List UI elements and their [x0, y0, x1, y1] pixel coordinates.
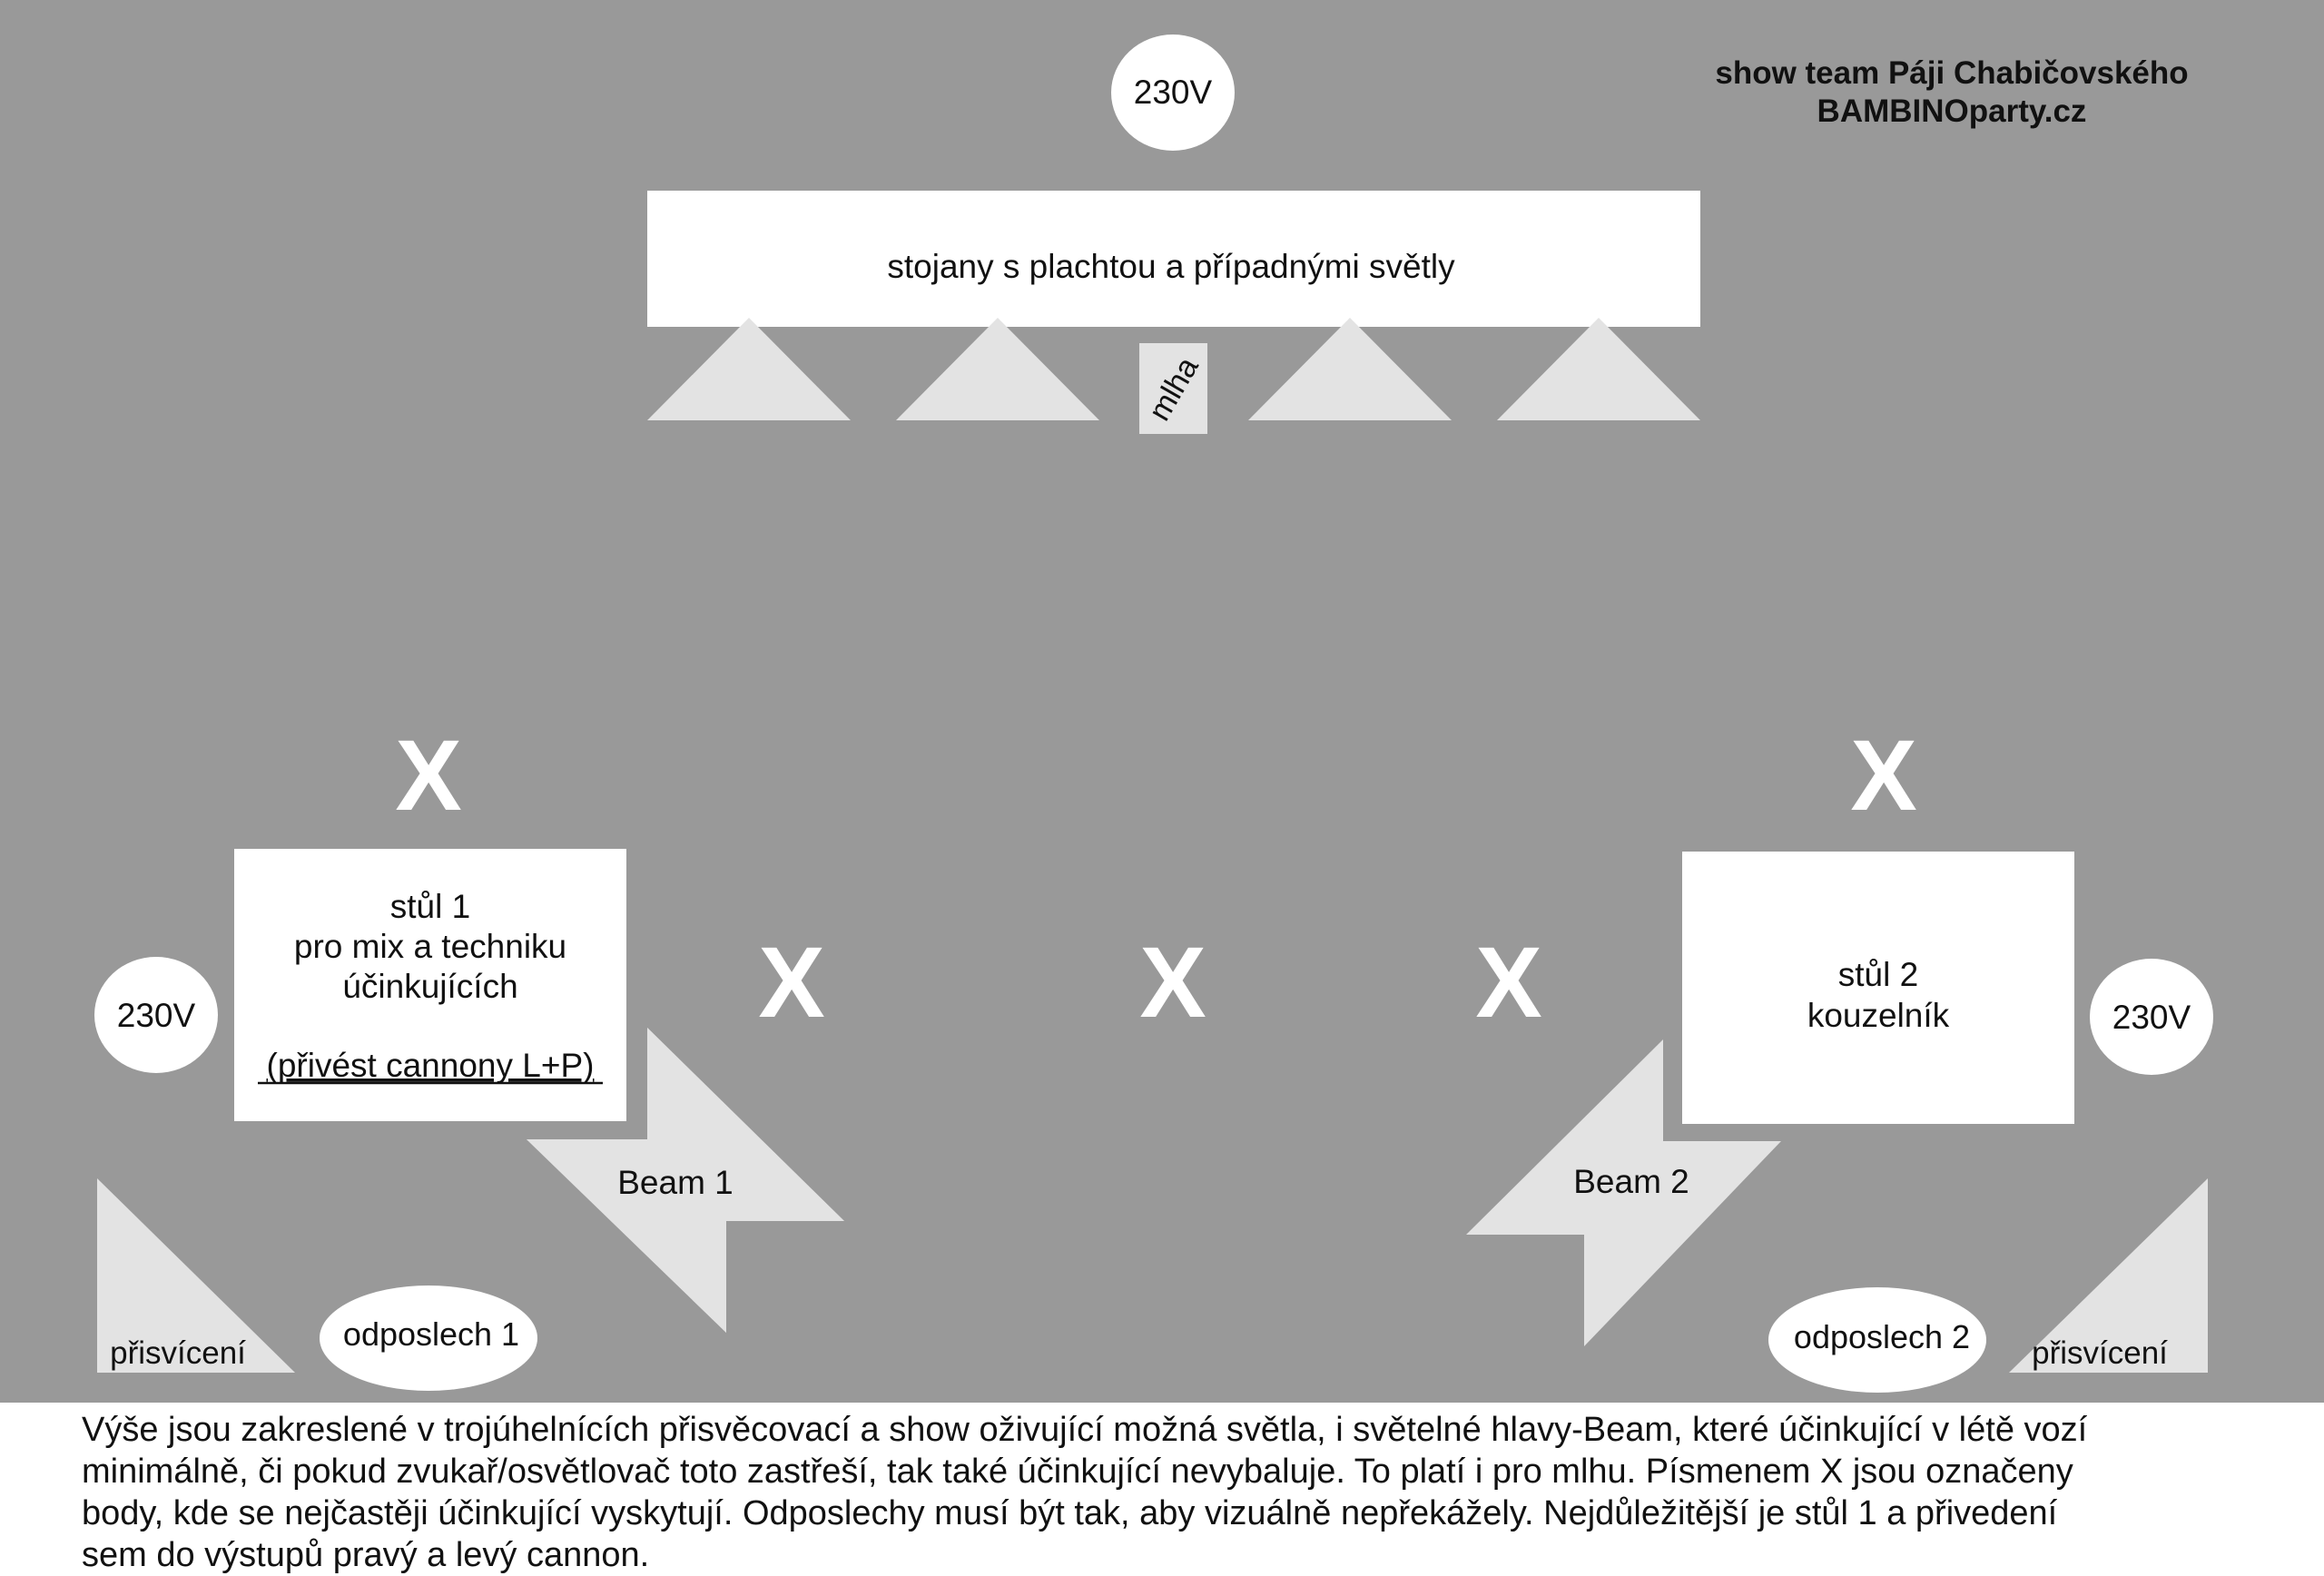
- table-1-box: [234, 849, 626, 1121]
- fill-light-right: přisvícení: [2009, 1178, 2208, 1373]
- table-2-line2: kouzelník: [1807, 997, 1950, 1034]
- fog-machine-box: [1139, 343, 1207, 434]
- monitor-1: odposlech 1: [320, 1285, 537, 1391]
- back-light-2: [896, 318, 1099, 420]
- monitor-2: odposlech 2: [1768, 1287, 1986, 1393]
- header-title-line1: show team Páji Chabičovského: [1715, 55, 2188, 91]
- power-outlet-top: 230V: [1111, 34, 1235, 151]
- table-1-line4: (přivést cannony L+P): [267, 1047, 595, 1084]
- power-outlet-right-label: 230V: [2112, 999, 2191, 1036]
- monitor-1-label: odposlech 1: [343, 1315, 519, 1353]
- x-mark-left-top: X: [395, 720, 461, 832]
- beam-1: Beam 1: [527, 1028, 844, 1333]
- table-2-box: [1682, 852, 2074, 1124]
- beam-2: Beam 2: [1466, 1039, 1781, 1346]
- power-outlet-left-shape: [94, 957, 218, 1073]
- x-mark-right-top: X: [1850, 720, 1916, 832]
- x-mark-center: X: [1139, 927, 1206, 1039]
- table-1-line2: pro mix a techniku: [294, 928, 566, 965]
- caption-line-4: sem do výstupů pravý a levý cannon.: [82, 1536, 650, 1574]
- back-light-4: [1497, 318, 1700, 420]
- table-2: stůl 2 kouzelník: [1682, 852, 2074, 1124]
- back-light-3: [1248, 318, 1452, 420]
- beam-1-label: Beam 1: [617, 1164, 734, 1201]
- power-outlet-top-shape: [1111, 34, 1235, 151]
- back-stands-label: stojany s plachtou a případnými světly: [887, 248, 1455, 285]
- fill-light-left-shape: [97, 1178, 295, 1373]
- power-outlet-top-label: 230V: [1134, 74, 1213, 111]
- power-outlet-right: 230V: [2090, 959, 2213, 1075]
- fill-light-left-label: přisvícení: [110, 1335, 246, 1371]
- fill-light-left: přisvícení: [97, 1178, 295, 1373]
- caption-line-3: body, kde se nejčastěji účinkující vysky…: [82, 1494, 2058, 1532]
- caption: Výše jsou zakreslené v trojúhelnících př…: [82, 1409, 2260, 1576]
- fog-machine: mlha: [1139, 343, 1207, 434]
- fill-light-right-shape: [2009, 1178, 2208, 1373]
- fill-light-right-label: přisvícení: [2032, 1335, 2168, 1371]
- x-mark-right-mid: X: [1475, 927, 1541, 1039]
- table-1: stůl 1 pro mix a techniku účinkujících (…: [234, 849, 626, 1121]
- back-light-1: [647, 318, 851, 420]
- back-stands-bar: [647, 191, 1700, 327]
- beam-1-fill: [527, 1028, 844, 1333]
- monitor-2-label: odposlech 2: [1794, 1318, 1970, 1355]
- table-2-line1: stůl 2: [1838, 956, 1918, 993]
- caption-line-2: minimálně, či pokud zvukař/osvětlovač to…: [82, 1453, 2073, 1491]
- table-1-line3: účinkujících: [342, 968, 517, 1005]
- beam-2-label: Beam 2: [1573, 1163, 1689, 1200]
- x-mark-left-mid: X: [758, 927, 824, 1039]
- back-stands: stojany s plachtou a případnými světly: [647, 191, 1700, 327]
- table-1-line1: stůl 1: [390, 888, 470, 925]
- beam-2-fill: [1466, 1039, 1781, 1346]
- caption-line-1: Výše jsou zakreslené v trojúhelnících př…: [82, 1411, 2088, 1449]
- monitor-2-shape: [1768, 1287, 1986, 1393]
- header-title-line2: BAMBINOparty.cz: [1817, 94, 2087, 129]
- power-outlet-left-label: 230V: [117, 997, 196, 1034]
- power-outlet-left: 230V: [94, 957, 218, 1073]
- monitor-1-shape: [320, 1285, 537, 1391]
- power-outlet-right-shape: [2090, 959, 2213, 1075]
